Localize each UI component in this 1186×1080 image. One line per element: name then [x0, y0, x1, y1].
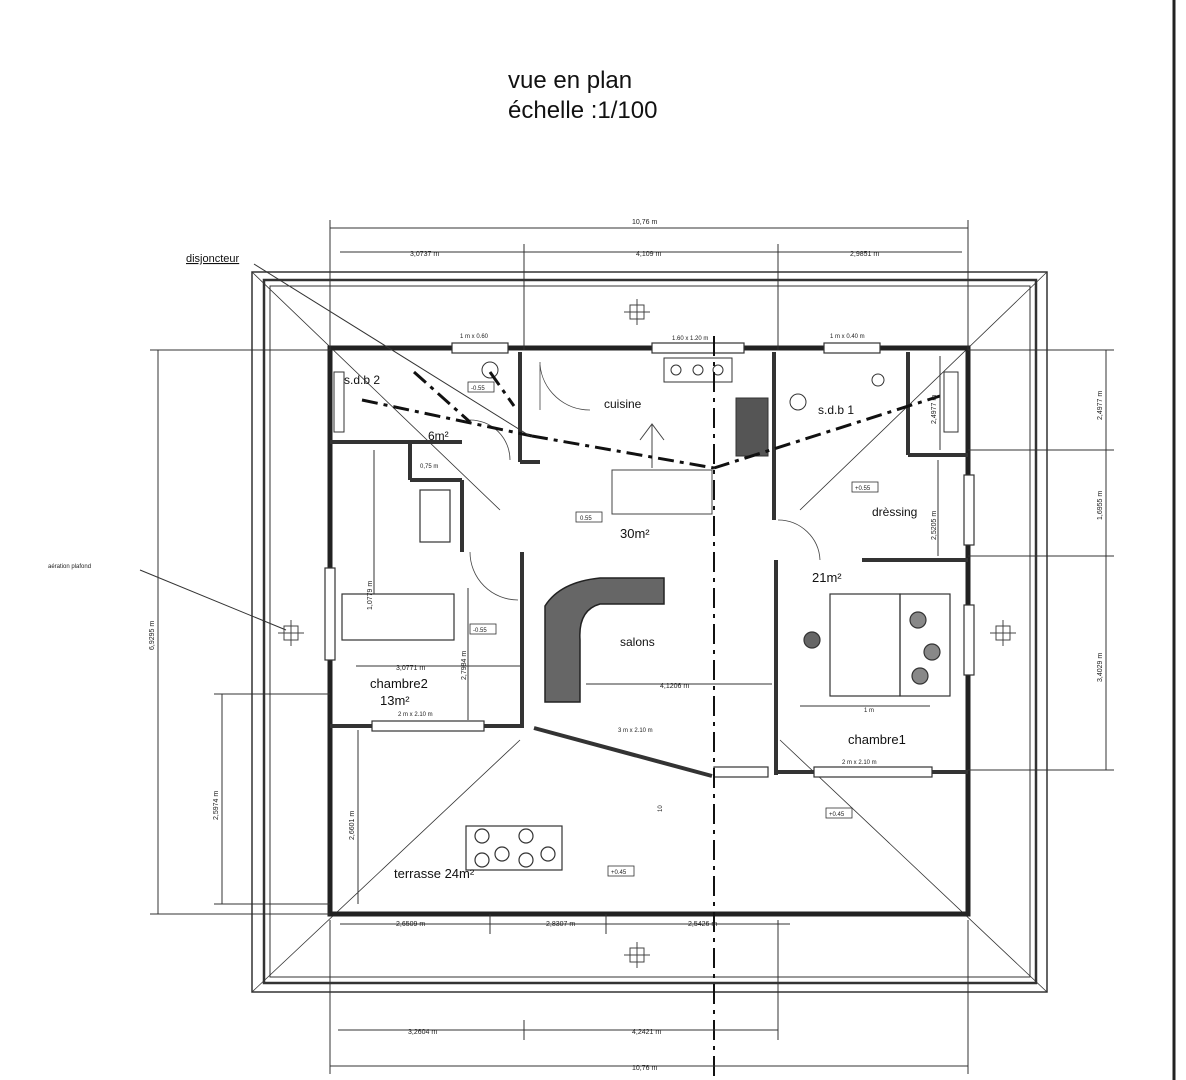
- level-terrasse: +0.45: [611, 870, 627, 876]
- room-cuisine: cuisine: [604, 397, 642, 411]
- aeration-leader: [139, 569, 287, 631]
- dimension-lines: [150, 220, 1114, 1074]
- dim-chambre2-h2: 2,7984 m: [461, 651, 468, 680]
- dimension-texts: 10,76 m 3,0737 m 4,109 m 2,9851 m 2,6509…: [149, 219, 1104, 1072]
- room-chambre1: chambre1: [848, 732, 906, 747]
- dim-bottom-1: 2,6509 m: [396, 921, 425, 928]
- level-main: 0.55: [580, 516, 592, 522]
- dim-top-3: 2,9851 m: [850, 251, 879, 258]
- room-sdb2: s.d.b 2: [344, 373, 380, 387]
- room-dressing: drèssing: [872, 505, 917, 519]
- disjoncteur-leader: [253, 263, 531, 437]
- dim-right-1: 2,4977 m: [1097, 391, 1104, 420]
- room-21m2: 21m²: [812, 570, 842, 585]
- dim-window-sdb1: 1 m x 0.40 m: [830, 334, 865, 340]
- dim-sdb1-height: 2,4977 m: [931, 395, 938, 424]
- level-chambre1-ext: +0.45: [829, 812, 845, 818]
- dim-window-sdb2: 1 m x 0.60: [460, 334, 489, 340]
- bed-chambre1: [803, 593, 951, 697]
- dim-bottom-2: 2,8307 m: [546, 921, 575, 928]
- dim-right-3: 3,4029 m: [1097, 653, 1104, 682]
- dim-top-1: 3,0737 m: [410, 251, 439, 258]
- kitchen-fixtures: [663, 357, 769, 457]
- dim-window-cuisine: 1.60 x 1.20 m: [672, 336, 708, 342]
- title-line-2: échelle :1/100: [508, 97, 658, 124]
- dim-dressing-height: 2,5205 m: [931, 511, 938, 540]
- room-chambre2: chambre2: [370, 676, 428, 691]
- dim-bottom-3: 2,5426 m: [688, 921, 717, 928]
- dim-small-075: 0,75 m: [420, 464, 438, 470]
- dim-bottom2-2: 4,2421 m: [632, 1029, 661, 1036]
- level-dressing: +0.55: [855, 486, 871, 492]
- bath-fixtures: [333, 361, 959, 433]
- windows: [324, 342, 975, 778]
- dim-chambre2-width: 3,0771 m: [396, 665, 425, 672]
- room-chambre2-area: 13m²: [380, 693, 410, 708]
- room-sdb2-area: 6m²: [428, 429, 449, 443]
- dim-window-chambre2: 2 m x 2.10 m: [398, 712, 433, 718]
- dim-bottom-total: 10,76 m: [632, 1065, 657, 1072]
- dim-window-salon: 3 m x 2.10 m: [618, 728, 653, 734]
- dim-window-chambre1: 2 m x 2.10 m: [842, 760, 877, 766]
- dim-top-2: 4,109 m: [636, 251, 661, 258]
- electric-lines: [361, 370, 941, 470]
- dim-top-total: 10,76 m: [632, 219, 657, 226]
- level-sdb2: -0.55: [471, 386, 485, 392]
- dim-chambre2-h1: 1,0779 m: [367, 581, 374, 610]
- disjoncteur-label: disjoncteur: [186, 253, 240, 265]
- title-line-1: vue en plan: [508, 67, 633, 94]
- dim-left-terrasse: 2,5974 m: [213, 791, 220, 820]
- level-chambre2: -0.55: [473, 628, 487, 634]
- sofa: [544, 577, 665, 703]
- aeration-label: aération plafond: [48, 564, 91, 570]
- room-main-area: 30m²: [620, 526, 650, 541]
- dim-door-chambre1: 1 m: [864, 708, 874, 714]
- roof-outline: [251, 271, 1048, 993]
- room-sdb1: s.d.b 1: [818, 403, 854, 417]
- dim-terrasse-height: 2,6601 m: [349, 811, 356, 840]
- bed-chambre2: [341, 489, 455, 641]
- room-terrasse: terrasse 24m²: [394, 866, 475, 881]
- plan-title: vue en plan échelle :1/100: [508, 66, 808, 126]
- dim-right-2: 1,6955 m: [1097, 491, 1104, 520]
- ceiling-vents: [278, 299, 1016, 968]
- stairs: [611, 423, 713, 515]
- dim-left-total: 6,9295 m: [149, 621, 156, 650]
- room-salons: salons: [620, 635, 655, 649]
- dining-table: [465, 825, 563, 871]
- doors: [469, 362, 821, 601]
- dim-bottom2-1: 3,2604 m: [408, 1029, 437, 1036]
- dim-salon-width: 4,1206 m: [660, 683, 689, 690]
- stair-count: 10: [658, 805, 664, 812]
- level-markers: -0.55 0.55 +0.55 -0.55 +0.45 +0.45: [467, 381, 879, 877]
